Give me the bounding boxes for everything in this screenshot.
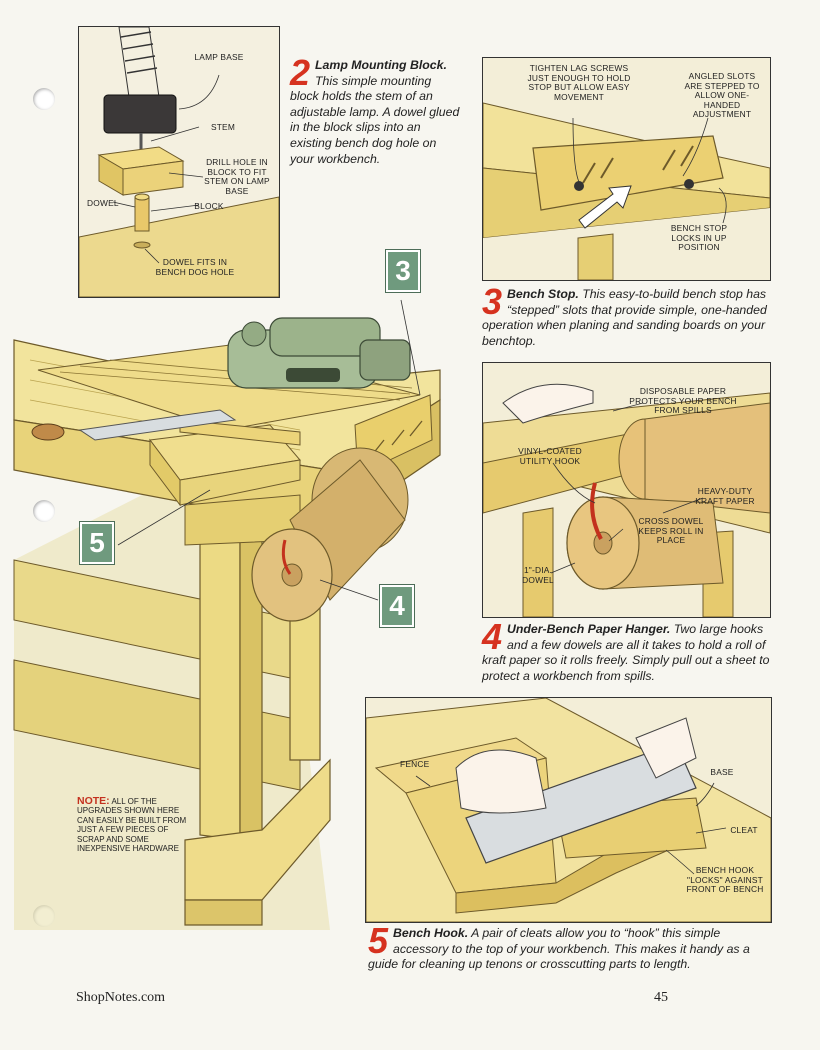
- footer-site: ShopNotes.com: [76, 990, 166, 1005]
- belt-sander: [227, 317, 411, 389]
- caption-paper-hanger: 4 Under-Bench Paper Hanger. Two large ho…: [482, 616, 772, 684]
- caption-bench-hook: 5 Bench Hook. A pair of cleats allow you…: [368, 920, 768, 973]
- paper-hanger-drawing: [483, 363, 770, 617]
- label-cross-dowel: CROSS DOWEL KEEPS ROLL IN PLACE: [638, 516, 704, 546]
- page-number: 45: [654, 990, 668, 1005]
- label-dowel-fits: DOWEL FITS IN BENCH DOG HOLE: [155, 257, 235, 277]
- bench-hook-diagram: FENCE BASE CLEAT BENCH HOOK "LOCKS" AGAI…: [365, 697, 772, 923]
- caption-body-stop: This easy-to-build bench stop has “stepp…: [482, 287, 767, 348]
- caption-title-hook: Bench Hook.: [393, 926, 469, 940]
- label-cleat: CLEAT: [730, 825, 758, 835]
- label-base: BASE: [710, 767, 734, 777]
- caption-number-5: 5: [368, 920, 389, 961]
- caption-body-hook: A pair of cleats allow you to “hook” thi…: [368, 926, 750, 972]
- caption-number-4: 4: [482, 616, 503, 657]
- caption-body-lamp: This simple mounting block holds the ste…: [290, 73, 460, 166]
- callout-badge-5: 5: [80, 522, 114, 564]
- binder-hole-top: [33, 88, 55, 110]
- paper-hanger-diagram: DISPOSABLE PAPER PROTECTS YOUR BENCH FRO…: [482, 362, 771, 618]
- bench-hook-drawing: [366, 698, 771, 922]
- caption-number-2: 2: [290, 52, 311, 93]
- label-lamp-base: LAMP BASE: [194, 52, 244, 62]
- label-disposable-paper: DISPOSABLE PAPER PROTECTS YOUR BENCH FRO…: [629, 386, 737, 416]
- note-body: ALL OF THE UPGRADES SHOWN HERE CAN EASIL…: [77, 797, 187, 854]
- caption-title-paper: Under-Bench Paper Hanger.: [507, 622, 671, 636]
- label-kraft-paper: HEAVY-DUTY KRAFT PAPER: [695, 486, 755, 506]
- binder-hole-middle: [33, 500, 55, 522]
- label-stop-locks: BENCH STOP LOCKS IN UP POSITION: [670, 223, 728, 253]
- label-dowel: DOWEL: [87, 198, 119, 208]
- label-stem: STEM: [210, 122, 236, 132]
- lamp-block-drawing: [79, 27, 279, 297]
- label-dowel-dia: 1"-DIA. DOWEL: [522, 565, 554, 585]
- label-hook-locks: BENCH HOOK "LOCKS" AGAINST FRONT OF BENC…: [686, 865, 764, 895]
- lamp-mounting-diagram: LAMP BASE STEM DRILL HOLE IN BLOCK TO FI…: [78, 26, 280, 298]
- bench-stop-drawing: [483, 58, 770, 280]
- caption-body-paper: Two large hooks and a few dowels are all…: [482, 622, 770, 683]
- label-drill-hole: DRILL HOLE IN BLOCK TO FIT STEM ON LAMP …: [204, 157, 270, 196]
- label-block: BLOCK: [194, 201, 224, 211]
- label-fence: FENCE: [400, 759, 430, 769]
- note-text: NOTE: ALL OF THE UPGRADES SHOWN HERE CAN…: [77, 795, 197, 854]
- note-heading: NOTE:: [77, 795, 110, 807]
- bench-stop-diagram: TIGHTEN LAG SCREWS JUST ENOUGH TO HOLD S…: [482, 57, 771, 281]
- caption-title-lamp: Lamp Mounting Block.: [315, 58, 447, 72]
- caption-lamp: 2 Lamp Mounting Block. This simple mount…: [290, 52, 460, 167]
- caption-number-3: 3: [482, 281, 503, 322]
- caption-bench-stop: 3 Bench Stop. This easy-to-build bench s…: [482, 281, 772, 349]
- label-vinyl-hook: VINYL-COATED UTILITY HOOK: [518, 446, 582, 466]
- label-tighten-lag: TIGHTEN LAG SCREWS JUST ENOUGH TO HOLD S…: [527, 63, 631, 102]
- callout-badge-3: 3: [386, 250, 420, 292]
- caption-title-stop: Bench Stop.: [507, 287, 579, 301]
- callout-badge-4: 4: [380, 585, 414, 627]
- label-angled-slots: ANGLED SLOTS ARE STEPPED TO ALLOW ONE-HA…: [684, 71, 760, 120]
